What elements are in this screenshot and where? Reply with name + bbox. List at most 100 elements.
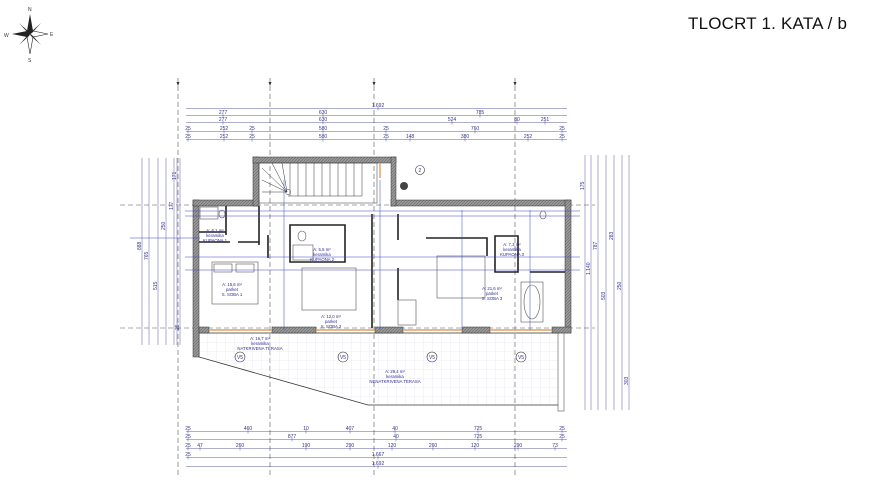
dimension-label: 250: [617, 281, 623, 290]
dimension-label: 25: [249, 126, 255, 132]
dimension-label: 630: [319, 110, 328, 116]
dimension-label: 25: [559, 434, 565, 440]
dimension-label: 277: [219, 110, 228, 116]
room-finish: parket: [325, 319, 338, 324]
dimension-label: 171: [172, 171, 178, 180]
axis-arrow-icon: [176, 82, 180, 86]
room-area: A: 15,6 m²: [222, 282, 242, 287]
dimension-label: 40: [392, 426, 398, 432]
axis-arrow-icon: [268, 82, 272, 86]
compass-s: S: [28, 58, 32, 64]
section-marker-icon: [426, 351, 438, 363]
room-area: A: 16,7 m²: [250, 336, 270, 341]
dimension-label: 120: [471, 443, 480, 449]
section-marker-icon: [515, 351, 527, 363]
section-markers: V5 V5 V5 V5: [176, 82, 527, 363]
compass-w: W: [4, 33, 9, 39]
dimension-label: 630: [319, 117, 328, 123]
compass-e: E: [50, 32, 54, 38]
dimension-label: 503: [601, 291, 607, 300]
dimension-label: 725: [474, 426, 483, 432]
room-finish: keramika: [206, 233, 224, 238]
section-marker-label: V5: [340, 355, 346, 361]
svg-text:2: 2: [419, 168, 422, 174]
dimension-label: 787: [593, 241, 599, 250]
staircase: [258, 162, 378, 204]
bed-1: [211, 261, 259, 305]
desk: [397, 299, 417, 326]
dimension-label: 1.692: [372, 461, 385, 467]
dimension-label: 765: [144, 251, 150, 260]
dimension-label: 25: [185, 434, 191, 440]
section-marker-label: V5: [518, 355, 524, 361]
room-finish: keramika: [313, 252, 331, 257]
windows: [209, 163, 552, 331]
section-marker-icon: [337, 351, 349, 363]
room-name: S. SOBA 2: [321, 324, 342, 329]
room-area: A: 21,6 m²: [482, 286, 502, 291]
dimension-label: 73: [552, 443, 558, 449]
dimension-label: 25: [185, 134, 191, 140]
dimension-label: 380: [461, 134, 470, 140]
bathtub-icon: [523, 284, 541, 320]
dimension-label: 25: [383, 134, 389, 140]
dimension-label: 407: [346, 426, 355, 432]
dimension-label: 25: [559, 426, 565, 432]
dimension-label: 760: [471, 126, 480, 132]
room-name: KUPAONA 2: [310, 257, 335, 262]
dimension-label: 252: [220, 126, 229, 132]
dimension-label: 10: [303, 426, 309, 432]
room-area: A: 29,4 m²: [385, 369, 405, 374]
dimension-label: 25: [383, 126, 389, 132]
dimension-label: 25: [185, 443, 191, 449]
dimension-label: 251: [541, 117, 550, 123]
dimension-label: 190: [302, 443, 311, 449]
dimension-label: 1.140: [586, 262, 592, 275]
dimension-label: 580: [319, 126, 328, 132]
bed-3: [436, 255, 486, 299]
terrace-edge-post: [557, 332, 565, 412]
column-marker-icon: [400, 182, 408, 190]
dimension-label: 1.667: [372, 452, 385, 458]
dimension-label: 260: [429, 443, 438, 449]
dimension-label: 25: [185, 126, 191, 132]
room-finish: parket: [486, 291, 499, 296]
dimension-label: 1.692: [372, 103, 385, 109]
compass-n: N: [28, 7, 32, 13]
axis-arrow-icon: [372, 82, 376, 86]
room-finish: keramika: [386, 374, 404, 379]
furniture: [199, 206, 547, 326]
dimension-label: 25: [175, 324, 181, 330]
room-area: A: 12,0 m²: [321, 314, 341, 319]
toilet-icon: [297, 230, 307, 242]
door-marker: 2: [415, 165, 425, 175]
dimension-label: 252: [524, 134, 533, 140]
room-name: NATKRIVENA TERASA: [237, 346, 282, 351]
dimension-label: 460: [244, 426, 253, 432]
room-name: KUPAONA 3: [500, 252, 525, 257]
dimension-label: 888: [137, 241, 143, 250]
dimension-label: 580: [319, 134, 328, 140]
room-area: A: 6,1 m²: [206, 228, 224, 233]
dimension-label: 80: [514, 117, 520, 123]
dimension-label: 177: [169, 201, 175, 210]
section-marker-icon: [234, 351, 246, 363]
dimension-label: 25: [249, 134, 255, 140]
dimension-label: 303: [624, 376, 630, 385]
axis-arrow-icon: [513, 82, 517, 86]
dimension-label: 524: [448, 117, 457, 123]
room-finish: parket: [226, 287, 239, 292]
dimension-label: 25: [559, 126, 565, 132]
section-marker-label: V5: [237, 355, 243, 361]
bed-2: [301, 267, 357, 311]
dimension-label: 260: [236, 443, 245, 449]
section-marker-label: V5: [429, 355, 435, 361]
room-finish: keramika: [503, 247, 521, 252]
dimension-label: 40: [393, 434, 399, 440]
room-finish: keramika: [251, 341, 269, 346]
room-name: NENATKRIVENA TERASA: [369, 379, 420, 384]
room-area: A: 5,5 m²: [313, 247, 331, 252]
dimension-label: 785: [476, 110, 485, 116]
